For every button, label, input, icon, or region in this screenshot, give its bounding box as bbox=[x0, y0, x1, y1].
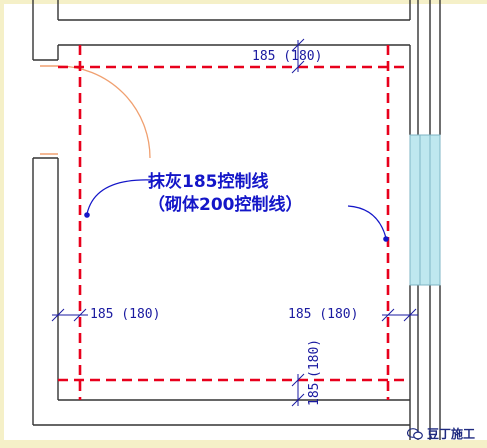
annotation-line-2: （砌体200控制线） bbox=[148, 195, 303, 215]
dimension-bottom-185: 185 bbox=[307, 382, 322, 406]
dimension-lines bbox=[51, 38, 418, 407]
upper-walls bbox=[32, 0, 411, 60]
dimension-top: 185 (180) bbox=[252, 49, 323, 64]
window bbox=[409, 134, 441, 286]
dimension-left: 185 (180) bbox=[90, 307, 161, 322]
dimension-right: 185 (180) bbox=[288, 307, 359, 322]
door bbox=[40, 65, 151, 159]
watermark-text: 豆丁施工 bbox=[426, 427, 475, 441]
leader-dot-left bbox=[84, 212, 90, 218]
frame-bottom bbox=[0, 440, 487, 448]
dimension-bottom-180: (180) bbox=[307, 338, 322, 378]
frame-top bbox=[0, 0, 487, 4]
room-walls bbox=[32, 0, 441, 440]
leader-lines bbox=[86, 179, 387, 239]
frame-left bbox=[0, 0, 4, 448]
annotation-line-1: 抹灰185控制线 bbox=[148, 172, 269, 192]
watermark: 豆丁施工 bbox=[406, 425, 475, 442]
wechat-icon bbox=[406, 427, 423, 440]
control-lines bbox=[58, 45, 410, 400]
leader-dot-right bbox=[383, 236, 389, 242]
